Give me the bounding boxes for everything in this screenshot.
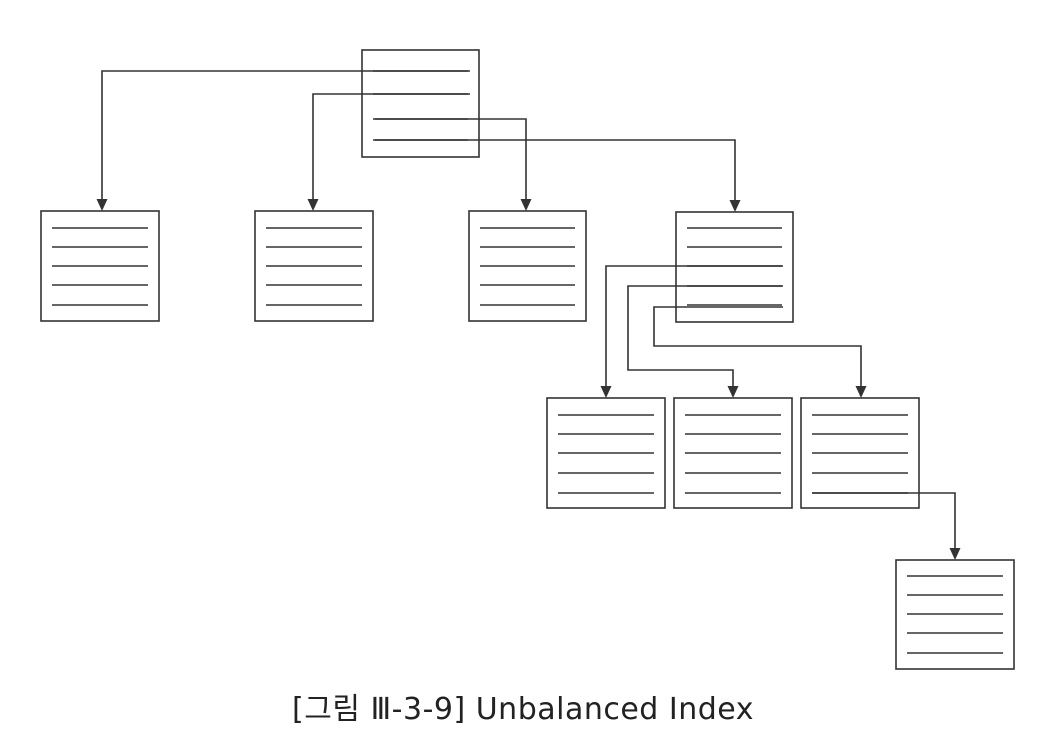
pointer-branch-1-to-leaf-4-arrowhead	[600, 386, 612, 398]
pointer-root-to-leaf-3-arrowhead	[520, 199, 532, 211]
root-node	[361, 49, 480, 158]
pointer-root-to-leaf-2-arrowhead	[307, 199, 319, 211]
leaf-3-node	[468, 210, 587, 322]
pointer-branch-2-to-leaf-6-arrowhead	[949, 548, 961, 560]
pointer-branch-1-to-leaf-4	[605, 265, 783, 389]
root-box	[361, 49, 480, 158]
pointer-root-to-leaf-1	[101, 70, 470, 202]
pointer-root-to-leaf-2	[312, 93, 470, 202]
pointer-branch-1-to-leaf-5-arrowhead	[727, 386, 739, 398]
figure-caption: [그림 Ⅲ-3-9] Unbalanced Index	[292, 692, 754, 727]
pointer-root-to-branch-1	[375, 139, 736, 203]
branch-1-box	[675, 211, 794, 323]
leaf-4-node	[546, 397, 666, 509]
leaf-6-node	[895, 559, 1015, 670]
leaf-1-node	[40, 210, 160, 322]
branch-1-node	[675, 211, 794, 323]
pointer-root-to-leaf-1-arrowhead	[96, 199, 108, 211]
pointer-root-to-branch-1-arrowhead	[729, 200, 741, 212]
pointer-branch-1-to-branch-2	[653, 306, 862, 389]
leaf-5-node	[673, 397, 793, 509]
pointer-branch-1-to-branch-2-arrowhead	[855, 386, 867, 398]
pointer-branch-2-to-leaf-6	[812, 492, 956, 551]
pointer-branch-1-to-leaf-5	[627, 285, 783, 389]
leaf-2-node	[254, 210, 374, 322]
pointer-root-to-leaf-3	[375, 118, 527, 202]
branch-2-node	[800, 397, 920, 509]
